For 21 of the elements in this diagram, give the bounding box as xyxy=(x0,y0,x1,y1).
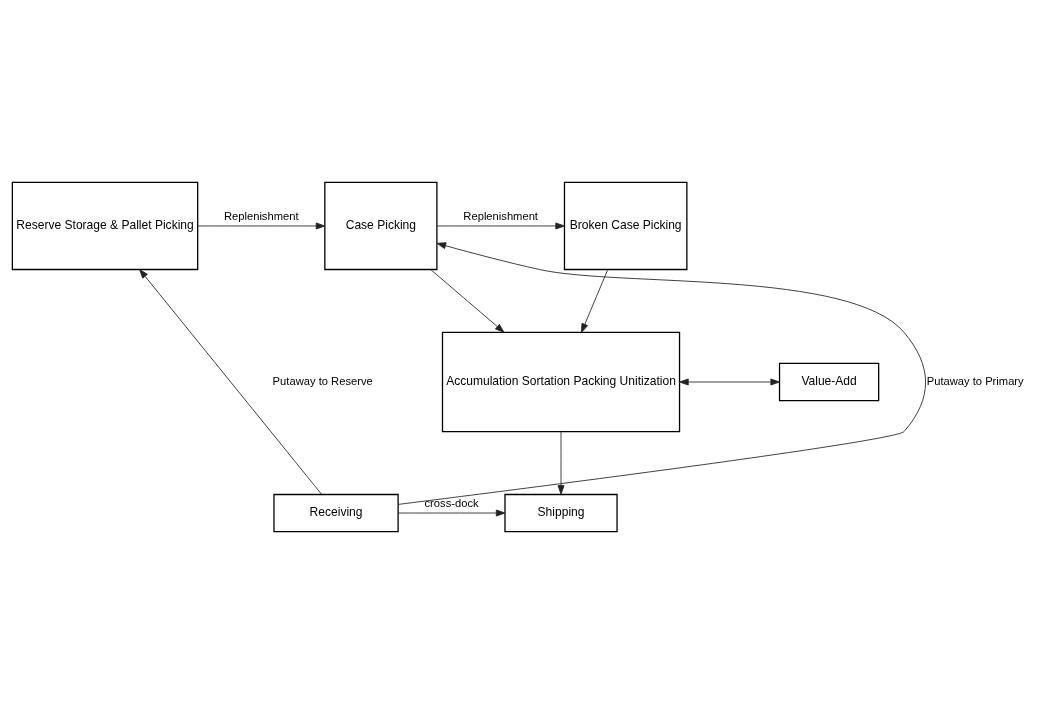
edge-label: cross-dock xyxy=(424,497,479,510)
edge-label: Replenishment xyxy=(223,210,299,223)
edge-label: Putaway to Primary xyxy=(926,374,1024,387)
edge-label: Replenishment xyxy=(463,210,538,223)
node-box: Receiving xyxy=(273,493,399,533)
arrow xyxy=(581,269,609,333)
arrow xyxy=(430,269,505,333)
arrow xyxy=(557,431,565,495)
arrow xyxy=(139,269,323,495)
node-box: Accumulation Sortation Packing Unitization xyxy=(441,331,681,433)
arrow xyxy=(679,378,780,386)
arrow xyxy=(397,509,506,517)
node-box: Shipping xyxy=(504,493,618,533)
arrow xyxy=(436,222,565,230)
node-box: Reserve Storage & Pallet Picking xyxy=(11,181,199,271)
node-box: Case Picking xyxy=(324,181,438,271)
node-box: Broken Case Picking xyxy=(563,181,688,271)
node-box: Value-Add xyxy=(778,362,880,402)
arrow xyxy=(397,242,926,505)
edge-label: Putaway to Reserve xyxy=(272,374,373,387)
arrow xyxy=(197,222,326,230)
